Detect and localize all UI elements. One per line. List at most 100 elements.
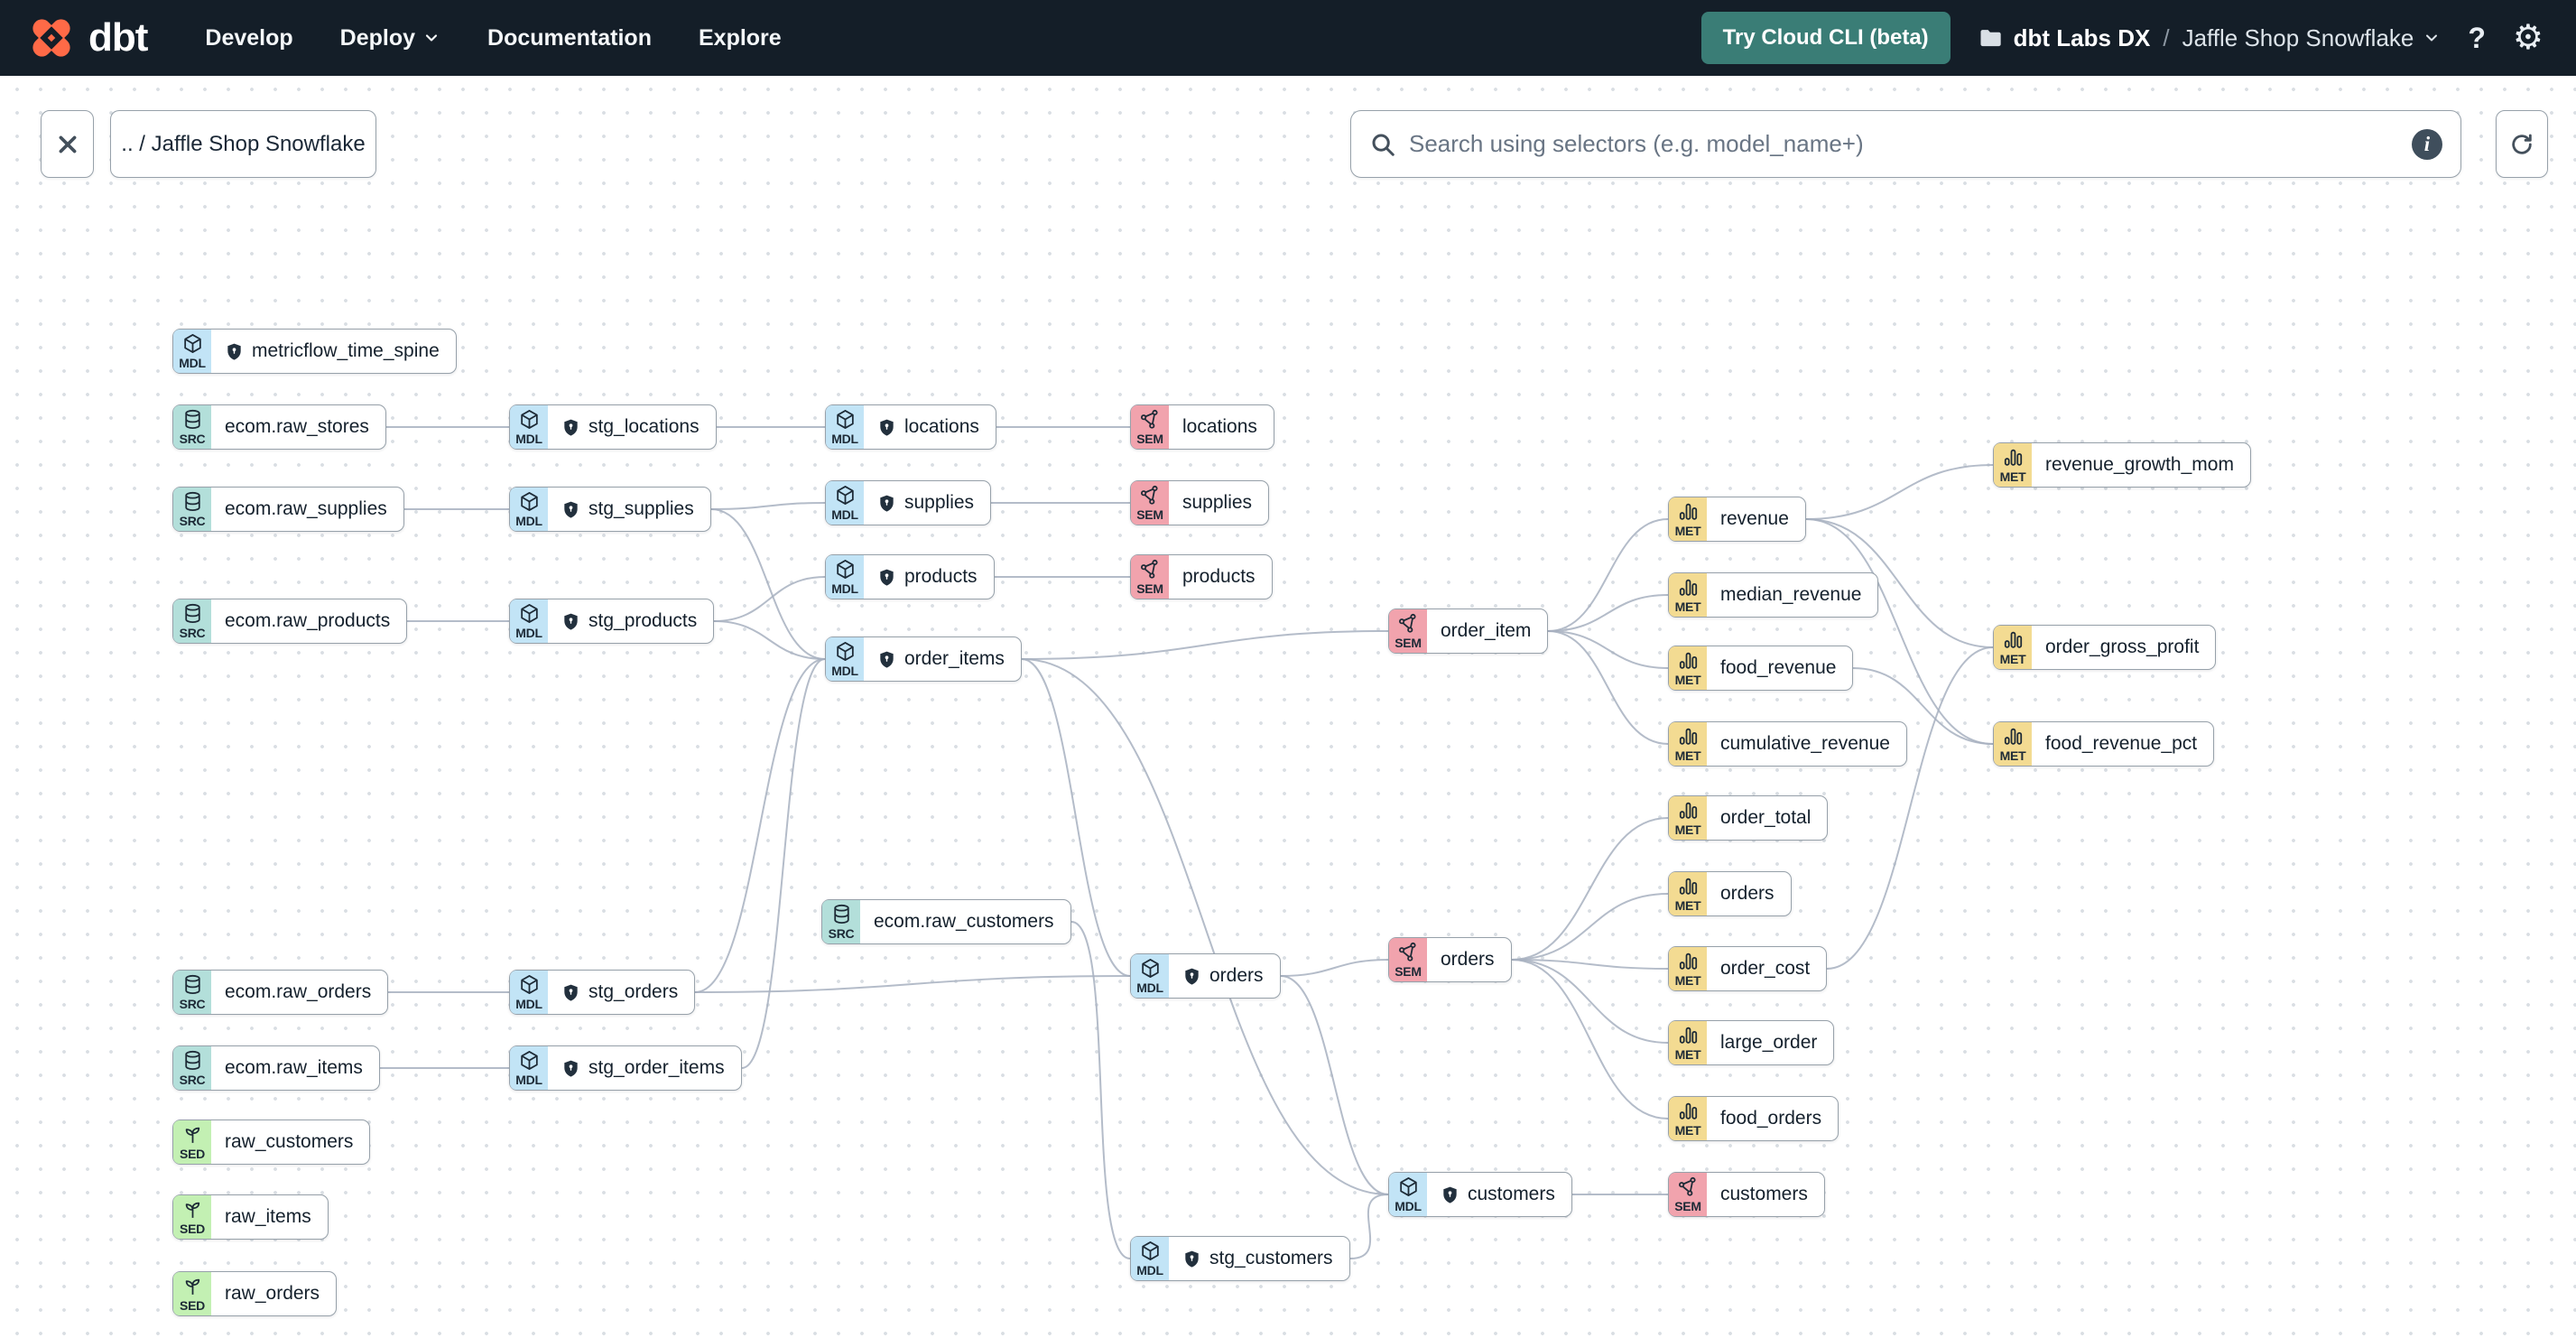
node-type-label: SEM [1395,636,1422,650]
selector-search-input[interactable] [1409,130,2399,158]
menu-item-explore[interactable]: Explore [698,24,782,51]
bar-chart-icon [1677,649,1700,672]
sprout-icon [181,1198,204,1221]
node-type-label: SED [180,1222,205,1236]
edge-sem_order_item-to-met_median_revenue [1547,594,1669,632]
help-icon[interactable]: ? [2468,21,2486,54]
node-label: products [1182,566,1256,587]
project-switcher[interactable]: Jaffle Shop Snowflake [2182,24,2442,52]
edge-sem_orders-to-met_food_orders [1511,959,1669,1120]
metric-badge: MET [1669,646,1707,690]
share-network-icon [1397,612,1420,635]
node-label: customers [1427,1173,1571,1216]
bar-chart-icon [1677,799,1700,822]
account-switcher[interactable]: dbt Labs DX [1978,24,2150,52]
edge-sem_orders-to-met_orders [1511,893,1669,961]
close-lineage-button[interactable] [41,110,94,178]
database-icon [181,408,204,431]
database-icon [181,490,204,513]
menu-item-documentation[interactable]: Documentation [487,24,652,51]
semantic-badge: SEM [1131,555,1169,599]
edge-sem_orders-to-met_order_cost [1511,959,1669,970]
cube-icon [834,408,857,431]
node-type-label: MET [1674,599,1701,614]
edge-mdl_stg_orders-to-mdl_orders [694,975,1131,993]
node-label: food_revenue_pct [2045,733,2198,754]
try-cloud-cli-button[interactable]: Try Cloud CLI (beta) [1700,12,1951,64]
lineage-breadcrumb[interactable]: .. / Jaffle Shop Snowflake [110,110,376,178]
gear-icon[interactable]: ⚙ [2512,19,2544,57]
sprout-icon [181,1123,204,1146]
bar-chart-icon [1677,576,1700,599]
bar-chart-icon [1677,875,1700,897]
menu-item-deploy[interactable]: Deploy [340,25,440,51]
node-type-label: MDL [1395,1199,1422,1213]
semantic-badge: SEM [1389,938,1427,981]
node-type-label: MET [1999,469,2026,484]
refresh-lineage-button[interactable] [2496,110,2548,178]
node-sem_products[interactable]: SEM products [1130,554,1273,599]
info-icon[interactable]: i [2412,128,2442,160]
cube-icon [518,490,541,513]
metric-badge: MET [1669,1097,1707,1140]
cube-icon [1139,1240,1162,1262]
edge-met_food_revenue-to-met_food_revenue_pct [1852,667,1994,745]
node-type-label: MDL [515,997,542,1011]
lineage-canvas[interactable]: .. / Jaffle Shop Snowflake i MDLmetricfl… [0,76,2576,1338]
node-mdl_customers[interactable]: MDL customers [1388,1172,1572,1217]
node-label: ecom.raw_stores [225,416,369,437]
model-badge: MDL [173,330,211,373]
chevron-down-icon [425,34,438,42]
bar-chart-icon [2002,446,2025,469]
source-badge: SRC [173,488,211,531]
share-network-icon [1677,1175,1700,1198]
node-label: order_items [864,637,1021,681]
dbt-logo[interactable]: dbt [27,14,148,62]
edge-mdl_stg_customers-to-mdl_customers [1349,1194,1389,1259]
node-label: ecom.raw_orders [225,981,372,1002]
menu-item-develop[interactable]: Develop [205,24,293,51]
node-label: supplies [864,481,990,525]
selector-search-bar: i [1350,110,2461,178]
metric-badge: MET [1669,1021,1707,1064]
refresh-icon [2512,134,2532,154]
